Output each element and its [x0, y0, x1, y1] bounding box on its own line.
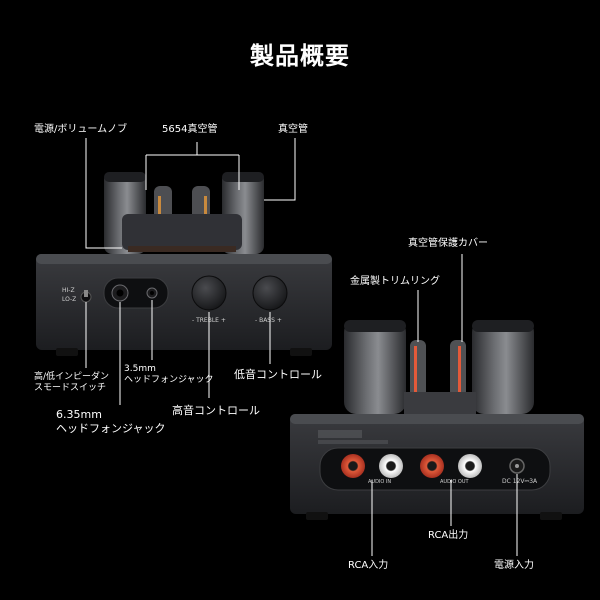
bass-knob[interactable] — [252, 275, 288, 311]
switch-label-lo: LO-Z — [62, 296, 77, 303]
treble-knob[interactable] — [191, 275, 227, 311]
dc-panel-label: DC 12V⎓3A — [502, 478, 538, 485]
label-power-knob: 電源/ボリュームノブ — [34, 124, 128, 135]
switch-label-hi: HI-Z — [62, 287, 75, 294]
label-rca-in: RCA入力 — [348, 560, 389, 571]
label-635mm-jack: 6.35mm ヘッドフォンジャック — [56, 408, 166, 435]
label-5654-tube: 5654真空管 — [162, 124, 218, 135]
label-bass-control: 低音コントロール — [234, 368, 322, 381]
label-rca-out: RCA出力 — [428, 530, 469, 541]
audio-out-panel-label: AUDIO OUT — [440, 479, 469, 485]
bass-panel-label: - BASS + — [255, 317, 282, 324]
rear-big-tube-left — [344, 320, 406, 414]
audio-in-panel-label: AUDIO IN — [368, 479, 392, 485]
page-title: 製品概要 — [250, 42, 350, 70]
rca-out-right[interactable] — [420, 454, 444, 478]
label-impedance-switch: 高/低インピーダン スモードスイッチ — [34, 372, 110, 394]
front-chassis — [36, 254, 332, 356]
front-tube-cover — [122, 214, 242, 250]
rca-in-right[interactable] — [341, 454, 365, 478]
label-35mm-jack: 3.5mm ヘッドフォンジャック — [124, 364, 214, 386]
rear-big-tube-right — [472, 320, 534, 414]
rca-out-left[interactable] — [458, 454, 482, 478]
label-power-in: 電源入力 — [494, 560, 534, 571]
rear-tube-cover — [404, 392, 476, 414]
label-treble-control: 高音コントロール — [172, 404, 260, 417]
label-tube: 真空管 — [278, 124, 308, 135]
rca-in-left[interactable] — [379, 454, 403, 478]
label-trim-ring: 金属製トリムリング — [350, 276, 440, 287]
label-tube-cover: 真空管保護カバー — [408, 238, 488, 249]
